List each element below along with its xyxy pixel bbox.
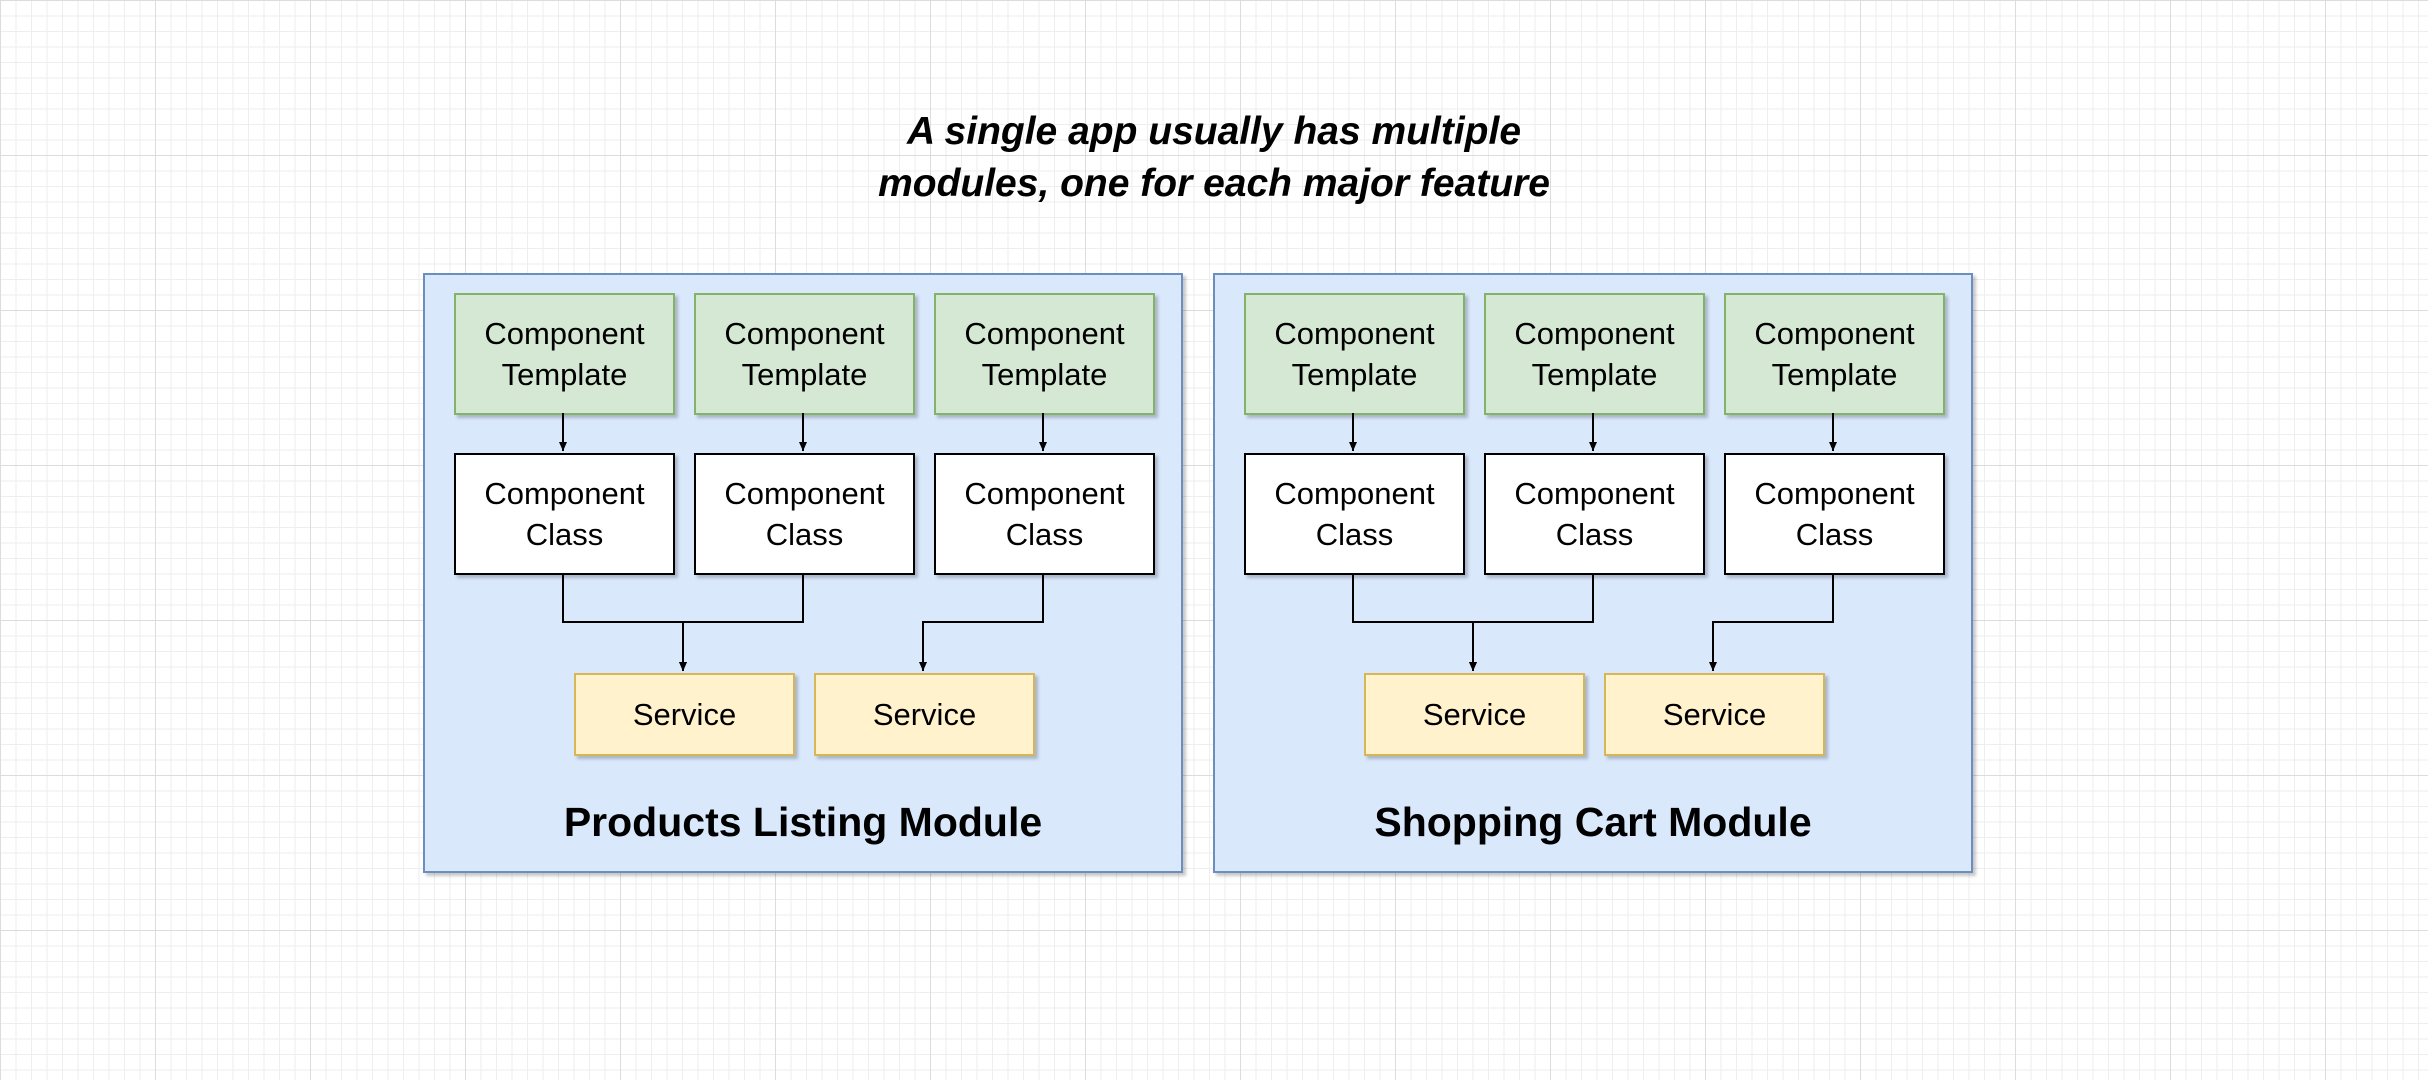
service-label: Service (632, 697, 737, 732)
component-class-label-line-2: Class (765, 517, 844, 552)
class-to-service-connector (1469, 573, 1594, 671)
component-class-box[interactable]: Component Class (1484, 453, 1705, 575)
class-to-service-connector (1352, 573, 1477, 671)
component-template-box[interactable]: Component Template (1724, 293, 1945, 415)
component-template-label-line-2: Template (1291, 357, 1418, 392)
component-class-label-line-2: Class (525, 517, 604, 552)
component-class-label-line-2: Class (1005, 517, 1084, 552)
component-template-label-line-2: Template (501, 357, 628, 392)
service-box[interactable]: Service (574, 673, 795, 756)
component-class-label-line-1: Component (484, 476, 645, 511)
module-label: Products Listing Module (563, 799, 1043, 845)
products-listing-module[interactable]: Component Template Component Template Co… (423, 273, 1183, 873)
shopping-cart-module[interactable]: Component Template Component Template Co… (1213, 273, 1973, 873)
class-to-service-connector (562, 573, 687, 671)
component-template-box[interactable]: Component Template (1244, 293, 1465, 415)
module-label: Shopping Cart Module (1374, 799, 1812, 845)
component-class-label-line-1: Component (964, 476, 1125, 511)
component-template-label-line-1: Component (484, 316, 645, 351)
component-template-box[interactable]: Component Template (934, 293, 1155, 415)
diagram-title: A single app usually has multiple module… (714, 106, 1714, 210)
class-to-service-connector (919, 573, 1044, 671)
component-template-box[interactable]: Component Template (694, 293, 915, 415)
component-template-label-line-1: Component (724, 316, 885, 351)
component-template-box[interactable]: Component Template (454, 293, 675, 415)
component-class-box[interactable]: Component Class (694, 453, 915, 575)
service-label: Service (872, 697, 977, 732)
component-class-label-line-2: Class (1315, 517, 1394, 552)
component-class-label-line-1: Component (724, 476, 885, 511)
component-template-label-line-2: Template (1771, 357, 1898, 392)
component-template-label-line-1: Component (1754, 316, 1915, 351)
title-line-1: A single app usually has multiple (906, 110, 1522, 153)
component-class-box[interactable]: Component Class (1724, 453, 1945, 575)
service-label: Service (1662, 697, 1767, 732)
component-template-box[interactable]: Component Template (1484, 293, 1705, 415)
component-template-label-line-1: Component (1514, 316, 1675, 351)
component-template-label-line-2: Template (1531, 357, 1658, 392)
component-class-label-line-1: Component (1754, 476, 1915, 511)
title-line-2: modules, one for each major feature (878, 162, 1550, 205)
component-template-label-line-2: Template (981, 357, 1108, 392)
service-box[interactable]: Service (814, 673, 1035, 756)
component-class-box[interactable]: Component Class (1244, 453, 1465, 575)
component-class-label-line-1: Component (1514, 476, 1675, 511)
component-template-label-line-2: Template (741, 357, 868, 392)
service-box[interactable]: Service (1604, 673, 1825, 756)
component-class-label-line-1: Component (1274, 476, 1435, 511)
component-class-box[interactable]: Component Class (934, 453, 1155, 575)
component-template-label-line-1: Component (1274, 316, 1435, 351)
class-to-service-connector (679, 573, 804, 671)
service-box[interactable]: Service (1364, 673, 1585, 756)
service-label: Service (1422, 697, 1527, 732)
class-to-service-connector (1709, 573, 1834, 671)
component-template-label-line-1: Component (964, 316, 1125, 351)
component-class-label-line-2: Class (1555, 517, 1634, 552)
component-class-box[interactable]: Component Class (454, 453, 675, 575)
component-class-label-line-2: Class (1795, 517, 1874, 552)
